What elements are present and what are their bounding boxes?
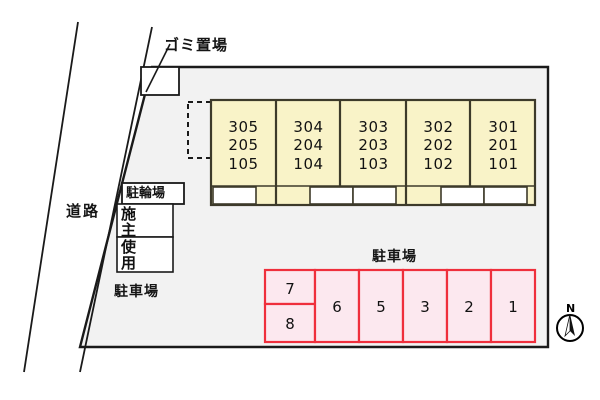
road-edge-line-inner xyxy=(79,26,153,373)
parking-stall-2 xyxy=(445,268,493,344)
unit-number-302: 302 xyxy=(423,118,454,136)
unit-column-5: 301 201 101 xyxy=(476,118,531,173)
garbage-station-leader-line xyxy=(145,43,171,93)
parking-stall-label-7: 7 xyxy=(285,280,295,298)
owner-use-char-1: 施 xyxy=(121,205,137,223)
owner-use-char-2: 主 xyxy=(121,221,137,239)
road-edge-line-outer xyxy=(23,21,79,373)
entrance-box-e xyxy=(483,186,528,205)
parking-stall-label-6: 6 xyxy=(332,298,342,316)
dashed-reserve-area xyxy=(187,101,213,159)
parking-stall-label-3: 3 xyxy=(420,298,430,316)
parking-stall-3 xyxy=(401,268,449,344)
unit-number-104: 104 xyxy=(293,154,324,173)
parking-stall-5 xyxy=(357,268,405,344)
owner-parking-label: 駐車場 xyxy=(114,284,159,300)
entrance-box-b xyxy=(309,186,354,205)
unit-column-1: 305 205 105 xyxy=(216,118,271,173)
unit-number-305: 305 xyxy=(228,118,259,136)
compass-rose-icon xyxy=(556,313,584,342)
compass-north-label: N xyxy=(566,302,576,315)
unit-number-205: 205 xyxy=(228,136,259,155)
parking-stall-label-2: 2 xyxy=(464,298,474,316)
unit-number-203: 203 xyxy=(358,136,389,155)
entrance-box-c xyxy=(352,186,397,205)
entrance-box-d xyxy=(440,186,485,205)
parking-lot-title: 駐車場 xyxy=(372,249,417,265)
unit-number-303: 303 xyxy=(358,118,389,136)
unit-number-103: 103 xyxy=(358,154,389,173)
unit-number-101: 101 xyxy=(488,154,519,173)
parking-stall-1 xyxy=(489,268,537,344)
owner-use-char-4: 用 xyxy=(121,254,137,272)
parking-stall-label-8: 8 xyxy=(285,315,295,333)
unit-column-3: 303 203 103 xyxy=(346,118,401,173)
unit-number-301: 301 xyxy=(488,118,519,136)
unit-number-102: 102 xyxy=(423,154,454,173)
unit-number-204: 204 xyxy=(293,136,324,155)
garbage-station-label: ゴミ置場 xyxy=(164,36,229,54)
unit-column-2: 304 204 104 xyxy=(281,118,336,173)
owner-use-box-lower xyxy=(116,236,174,273)
parking-stall-8 xyxy=(263,302,317,344)
entrance-box-a xyxy=(212,186,257,205)
unit-number-202: 202 xyxy=(423,136,454,155)
unit-number-304: 304 xyxy=(293,118,324,136)
unit-number-201: 201 xyxy=(488,136,519,155)
parking-stall-label-1: 1 xyxy=(508,298,518,316)
unit-number-105: 105 xyxy=(228,154,259,173)
bicycle-parking-label: 駐輪場 xyxy=(126,186,166,201)
unit-column-4: 302 202 102 xyxy=(411,118,466,173)
parking-stall-label-5: 5 xyxy=(376,298,386,316)
owner-use-char-3: 使 xyxy=(121,238,137,256)
road-label: 道路 xyxy=(66,202,101,220)
